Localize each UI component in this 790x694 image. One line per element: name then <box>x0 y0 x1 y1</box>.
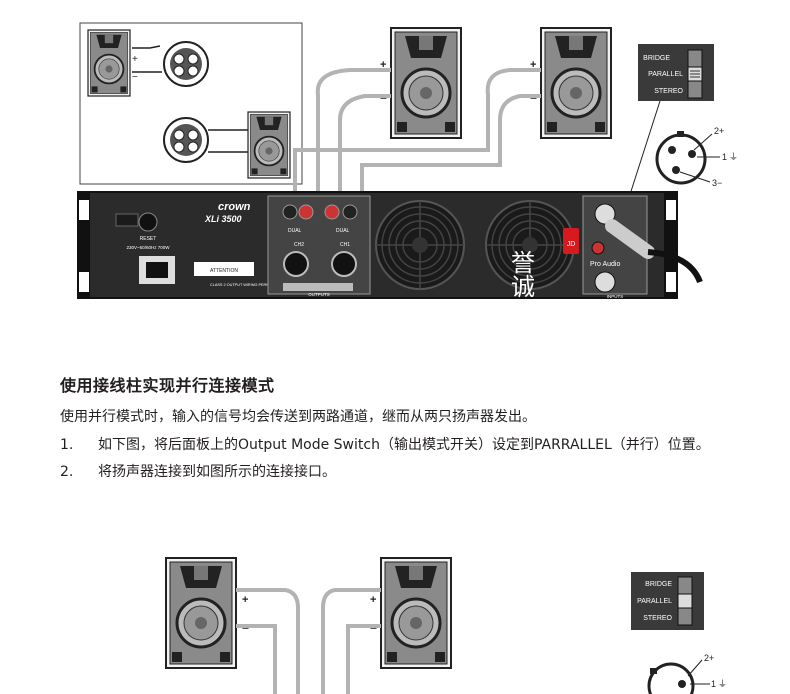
power-rating-label: 230V~50/60Hz 700W <box>127 245 171 250</box>
inset-plus-label: + <box>132 54 138 65</box>
bottom-switch-label-parallel: PARALLEL <box>637 598 672 605</box>
ch2-label: CH2 <box>294 242 304 248</box>
step-number: 2. <box>60 464 74 480</box>
jd-sub-label: Pro Audio <box>590 261 620 268</box>
bottom-switch-label-stereo: STEREO <box>643 615 672 622</box>
switch-label-parallel: PARALLEL <box>648 71 683 78</box>
brand-seal-watermark: JD Pro Audio 誉诚信 <box>507 228 620 310</box>
bottom-switch-label-bridge: BRIDGE <box>645 581 672 588</box>
bottom-mode-switch: BRIDGE PARALLEL STEREO <box>631 572 704 630</box>
dual-label-ch2: DUAL <box>288 228 302 234</box>
step-text: 如下图，将后面板上的Output Mode Switch（输出模式开关）设定到P… <box>98 437 710 453</box>
bottom-wiring-diagram: + − + − BRIDGE PARALLEL STEREO 2+ 1 ⏚ <box>164 556 727 694</box>
xlr-pin-diagram: 2+ 1 ⏚ 3− <box>655 126 738 188</box>
ch1-label: CH1 <box>340 242 350 248</box>
cn-brand-mark: 誉诚信 <box>507 250 535 310</box>
speaker-cables <box>293 68 541 262</box>
bottom-speaker-right <box>379 556 453 670</box>
attention-label: ATTENTION <box>210 268 238 274</box>
outputs-label: OUTPUTS <box>308 292 330 297</box>
bottom-right-plus: + <box>370 594 376 606</box>
bottom-xlr-pin-diagram: 2+ 1 ⏚ <box>647 653 727 694</box>
xlr-pin2-label: 2+ <box>714 126 724 136</box>
ground-icon: ⏚ <box>729 152 738 162</box>
bottom-xlr-pin1-label: 1 <box>711 679 716 689</box>
reset-label: RESET <box>140 236 157 242</box>
bottom-ground-icon: ⏚ <box>718 679 727 689</box>
bottom-left-plus: + <box>242 594 248 606</box>
top-wiring-diagram: + − + − + − BRIDGE PARALLEL STEREO 2+ 1 <box>77 22 738 310</box>
section-heading: 使用接线柱实现并行连接模式 <box>60 376 275 395</box>
step-item: 2. 将扬声器连接到如图所示的连接接口。 <box>60 463 750 482</box>
inset-connector-bottom <box>163 117 209 163</box>
xlr-pin1-label: 1 <box>722 152 727 162</box>
bottom-xlr-pin2-label: 2+ <box>704 653 714 663</box>
inputs-label: INPUTS <box>607 294 624 299</box>
step-number: 1. <box>60 437 74 453</box>
xlr-pin3-label: 3− <box>712 178 722 188</box>
bottom-speaker-cables <box>236 588 381 694</box>
speaker-right-plus: + <box>530 59 536 71</box>
instructions-section: 使用接线柱实现并行连接模式 使用并行模式时，输入的信号均会传送到两路通道，继而从… <box>60 372 750 490</box>
speaker-left-plus: + <box>380 59 386 71</box>
brand-logo: crown <box>218 201 251 213</box>
fan-left <box>375 200 465 290</box>
inset-minus-label: − <box>132 72 138 83</box>
step-item: 1. 如下图，将后面板上的Output Mode Switch（输出模式开关）设… <box>60 436 750 455</box>
bottom-speaker-left <box>164 556 238 670</box>
inset-speaker-top <box>87 29 131 97</box>
dual-label-ch1: DUAL <box>336 228 350 234</box>
speaker-right <box>539 26 613 140</box>
mode-switch: BRIDGE PARALLEL STEREO <box>638 44 714 101</box>
class-wiring-label: CLASS 2 OUTPUT WIRING PERMITTED <box>210 283 281 287</box>
switch-label-bridge: BRIDGE <box>643 55 670 62</box>
step-text: 将扬声器连接到如图所示的连接接口。 <box>98 464 336 480</box>
amplifier-rear-panel: RESET 230V~50/60Hz 700W crown XLi 3500 A… <box>77 191 703 299</box>
switch-label-stereo: STEREO <box>654 88 683 95</box>
section-intro: 使用并行模式时，输入的信号均会传送到两路通道，继而从两只扬声器发出。 <box>60 409 536 425</box>
speaker-left <box>389 26 463 140</box>
inset-connector-top <box>163 41 209 87</box>
model-label: XLi 3500 <box>204 214 242 224</box>
inset-speaker-bottom <box>247 111 291 179</box>
jd-label: JD <box>567 241 576 248</box>
